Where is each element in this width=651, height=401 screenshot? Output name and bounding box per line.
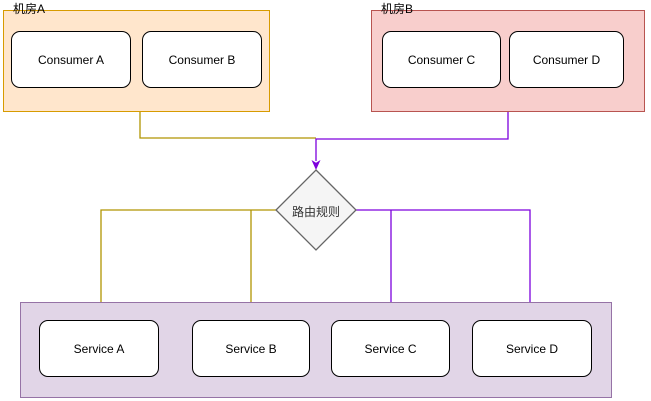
node-service-b-label: Service B — [225, 341, 277, 356]
node-consumer-a[interactable]: Consumer A — [11, 31, 131, 88]
node-consumer-b-label: Consumer B — [168, 52, 236, 67]
node-consumer-a-label: Consumer A — [37, 52, 105, 67]
node-consumer-c[interactable]: Consumer C — [382, 31, 501, 88]
cluster-room-a-label: 机房A — [13, 2, 46, 16]
node-service-d-label: Service D — [505, 341, 558, 356]
edge-room-b-to-router — [315, 112, 509, 161]
node-service-b[interactable]: Service B — [192, 320, 310, 377]
node-consumer-c-label: Consumer C — [407, 52, 476, 67]
node-service-a-label: Service A — [73, 341, 125, 356]
node-consumer-b[interactable]: Consumer B — [142, 31, 262, 88]
node-service-c[interactable]: Service C — [331, 320, 450, 377]
router-diamond-shape[interactable] — [275, 169, 357, 251]
edge-router-to-service-d — [356, 209, 531, 311]
node-consumer-d[interactable]: Consumer D — [509, 31, 624, 88]
edge-router-to-service-a — [100, 209, 276, 311]
cluster-room-b-label: 机房B — [381, 2, 414, 16]
node-service-d[interactable]: Service D — [472, 320, 592, 377]
node-service-c-label: Service C — [364, 341, 417, 356]
arrowhead-into-router — [311, 160, 321, 170]
node-service-a[interactable]: Service A — [39, 320, 159, 377]
edge-room-a-to-router — [139, 112, 316, 139]
node-consumer-d-label: Consumer D — [532, 52, 601, 67]
